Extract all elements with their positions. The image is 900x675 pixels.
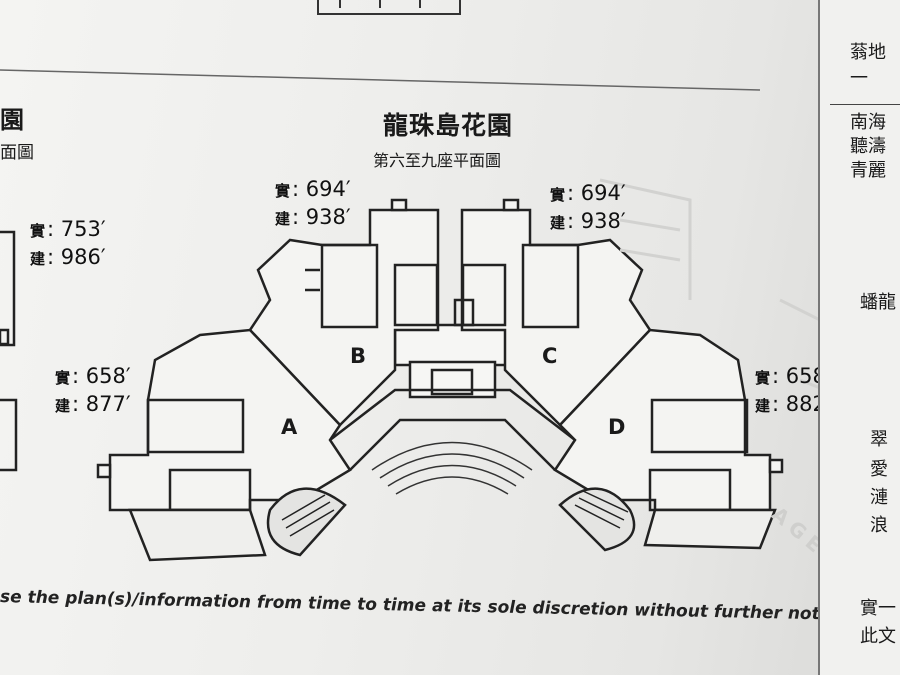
right-item: 南海: [850, 112, 886, 133]
left-partial-plan: [0, 230, 18, 472]
plan-title: 龍珠島花園: [383, 111, 514, 140]
right-item: 浪: [870, 515, 888, 536]
central-core: [393, 323, 512, 399]
corridors: [329, 388, 576, 471]
unit-a-plan: [96, 328, 352, 562]
plan-subtitle: 第六至九座平面圖: [373, 151, 502, 170]
right-item: 實一: [860, 598, 896, 619]
unit-a-letter: A: [281, 415, 298, 439]
left-area-label: 實: 753′ 建: 986′: [30, 217, 106, 269]
left-title-fragment: 園: [0, 106, 24, 134]
top-partial-plan: [317, 0, 461, 15]
unit-d-plan: [553, 328, 784, 552]
right-item: 蓊地一: [850, 42, 886, 89]
right-item: 愛: [870, 459, 888, 480]
right-item: 翠: [870, 429, 888, 450]
right-item: 漣: [870, 487, 888, 508]
unit-b-area: 實: 694′ 建: 938′: [275, 177, 351, 229]
lobby-arcs: [371, 441, 533, 495]
unit-c-area: 實: 694′ 建: 938′: [550, 181, 626, 233]
right-item: 青麗: [850, 160, 886, 181]
right-estate-list: 蓊地一 南海 聽濤 青麗 蟠龍 翠 愛 漣 浪 實一 此文: [818, 0, 900, 675]
unit-a-area: 實: 658′ 建: 877′: [55, 364, 131, 416]
right-item: 此文: [860, 626, 896, 647]
unit-b-letter: B: [350, 344, 367, 368]
unit-d-letter: D: [608, 415, 626, 439]
left-subtitle-fragment: 面圖: [0, 143, 34, 163]
unit-c-plan: [453, 198, 652, 427]
right-item: 蟠龍: [860, 292, 896, 313]
unit-c-letter: C: [542, 344, 558, 368]
right-item: 聽濤: [850, 136, 886, 157]
